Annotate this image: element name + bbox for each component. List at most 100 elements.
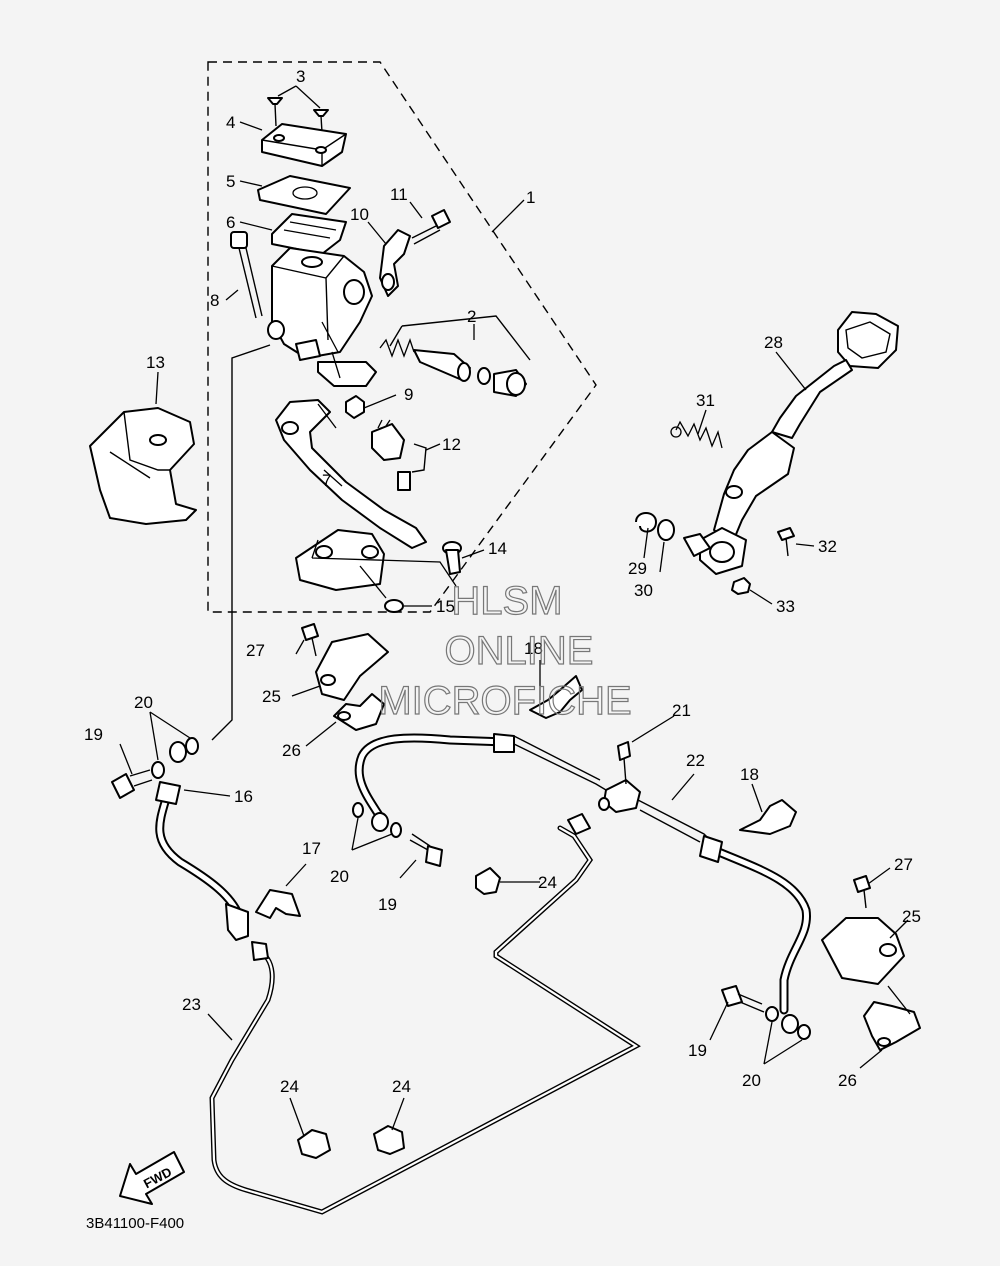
hose-clamp (255, 889, 301, 919)
callout-25: 25 (262, 687, 281, 706)
brake-hose-3 (709, 845, 811, 1015)
callout-6: 6 (226, 213, 235, 232)
callout-26: 26 (282, 741, 301, 760)
pipe-end (567, 813, 591, 835)
lever-clip (384, 599, 404, 613)
forward-arrow-icon: FWD (119, 1151, 185, 1205)
callout-8: 8 (210, 291, 219, 310)
copper-washer (390, 822, 402, 838)
cylinder-clamp (295, 529, 385, 591)
pedal-washer (657, 519, 675, 541)
kit-bracket (389, 315, 531, 361)
callout-26-second: 26 (838, 1071, 857, 1090)
hose-holder (739, 799, 797, 835)
callout-33: 33 (776, 597, 795, 616)
callout-11: 11 (390, 185, 408, 204)
cap-screw (267, 97, 329, 133)
assembly-boundary (207, 61, 597, 613)
banjo-bolt (721, 985, 765, 1013)
callout-5: 5 (226, 172, 235, 191)
callout-18-second: 18 (740, 765, 759, 784)
lever-cover (89, 407, 197, 525)
pipe-clip (373, 1125, 405, 1155)
lever-pin (442, 541, 462, 575)
hose-guide (821, 917, 905, 985)
brake-lever (275, 399, 427, 549)
callout-24: 24 (538, 873, 557, 892)
copper-washer (352, 802, 364, 818)
adjuster-bolt (777, 527, 795, 557)
piston-kit (379, 338, 527, 397)
copper-washer (797, 1024, 811, 1040)
pedal-circlip (635, 512, 657, 533)
callout-22: 22 (686, 751, 705, 770)
callout-3: 3 (296, 67, 305, 86)
copper-washer (185, 737, 199, 755)
banjo-bolt (409, 833, 443, 867)
pipe-clip (297, 1129, 331, 1159)
callout-20-second: 20 (330, 867, 349, 886)
cylinder-to-hose-line (211, 344, 271, 741)
callout-31: 31 (696, 391, 715, 410)
guide-bracket (333, 693, 385, 731)
brake-pipe-1 (209, 825, 641, 1215)
callout-24-third: 24 (392, 1077, 411, 1096)
guide-bracket (863, 1001, 921, 1051)
callout-19-second: 19 (378, 895, 397, 914)
callout-18: 18 (524, 639, 543, 658)
copper-washer (765, 1006, 779, 1022)
callout-16: 16 (234, 787, 253, 806)
callout-4: 4 (226, 113, 235, 132)
callout-20: 20 (134, 693, 153, 712)
callout-15: 15 (436, 597, 455, 616)
callout-9: 9 (404, 385, 413, 404)
callout-1: 1 (526, 188, 535, 207)
callout-30: 30 (634, 581, 653, 600)
hose-guide (315, 633, 389, 701)
pipe-clip (475, 867, 501, 895)
callout-24-second: 24 (280, 1077, 299, 1096)
callout-25-second: 25 (902, 907, 921, 926)
callout-13: 13 (146, 353, 165, 372)
switch-bracket (411, 443, 427, 473)
leader-lines (119, 85, 911, 1137)
callout-7: 7 (322, 471, 331, 490)
lever-nut (345, 395, 365, 419)
callout-10: 10 (350, 205, 369, 224)
brake-switch (371, 419, 411, 491)
pivot-bolt (230, 231, 263, 319)
pipe-nut (251, 941, 269, 961)
callout-14: 14 (488, 539, 507, 558)
callout-27: 27 (246, 641, 265, 660)
watermark-line-3: MICROFICHE (378, 679, 631, 723)
brake-hose-2 (354, 733, 511, 825)
callout-12: 12 (442, 435, 461, 454)
diaphragm-plate (257, 175, 351, 215)
reservoir-cap (261, 123, 347, 167)
hose-holder (529, 675, 583, 719)
callout-19-third: 19 (688, 1041, 707, 1060)
watermark-line-2: ONLINE (445, 629, 594, 673)
callout-32: 32 (818, 537, 837, 556)
callout-labels: 1 2 3 4 5 6 7 8 9 10 11 12 13 14 15 16 1… (84, 67, 921, 1096)
brake-pedal (699, 311, 899, 575)
holder-bolt (411, 209, 451, 245)
banjo-bolt (111, 769, 153, 799)
callout-17: 17 (302, 839, 321, 858)
callout-23: 23 (182, 995, 201, 1014)
watermark-line-1: HLSM (451, 579, 562, 623)
master-cylinder-body (267, 247, 377, 387)
callout-2: 2 (467, 307, 476, 326)
callout-27-second: 27 (894, 855, 913, 874)
copper-washer (151, 761, 165, 779)
pedal-shaft (683, 533, 711, 557)
callout-20-third: 20 (742, 1071, 761, 1090)
callout-19: 19 (84, 725, 103, 744)
callout-21: 21 (672, 701, 691, 720)
return-spring (675, 420, 723, 449)
diagram-code: 3B41100-F400 (86, 1215, 184, 1232)
callout-28: 28 (764, 333, 783, 352)
guide-bolt (853, 875, 871, 909)
callout-29: 29 (628, 559, 647, 578)
